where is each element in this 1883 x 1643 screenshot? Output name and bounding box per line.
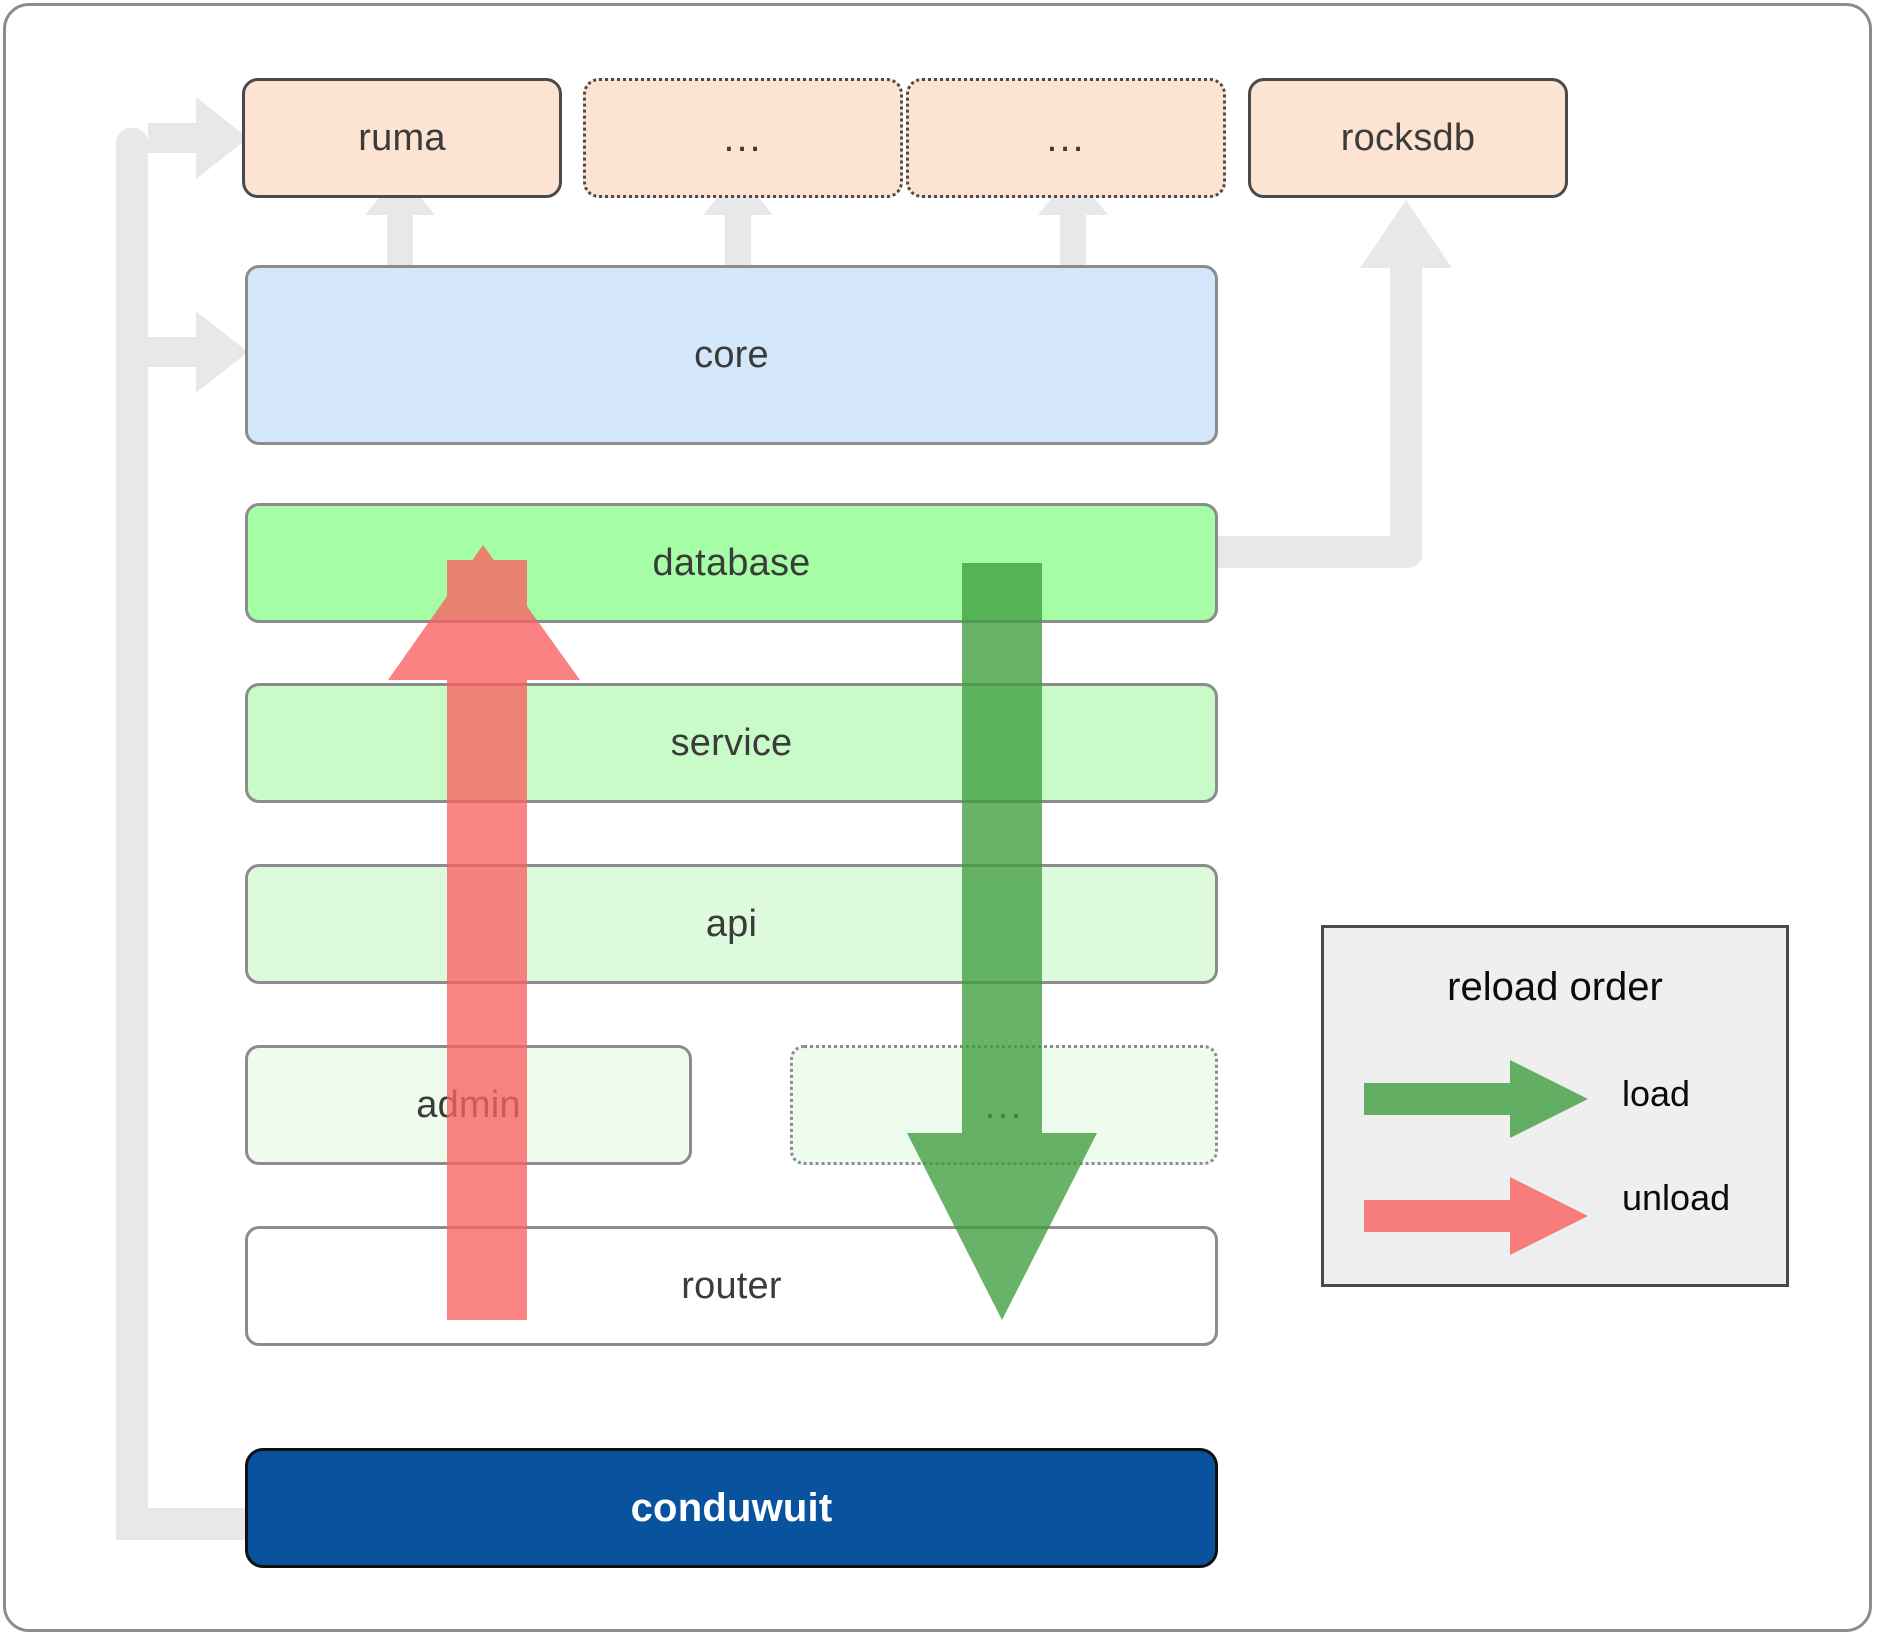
node-core-label: core [694, 333, 769, 376]
node-api-ellipsis[interactable]: ... [790, 1045, 1218, 1165]
node-api-label: api [705, 902, 758, 945]
node-conduwuit-label: conduwuit [630, 1485, 833, 1530]
diagram-frame [3, 3, 1872, 1632]
legend-load-label: load [1622, 1073, 1691, 1114]
node-service-label: service [670, 721, 793, 764]
node-database-label: database [652, 541, 811, 584]
node-api-ellipsis-label: ... [984, 1082, 1024, 1127]
node-rocksdb[interactable]: rocksdb [1248, 78, 1568, 198]
node-router-label: router [681, 1264, 782, 1307]
legend-unload-label: unload [1622, 1177, 1731, 1218]
node-dependency-ellipsis-2[interactable]: ... [906, 78, 1226, 198]
node-ruma[interactable]: ruma [242, 78, 562, 198]
node-admin[interactable]: admin [245, 1045, 692, 1165]
node-dependency-ellipsis-1-label: ... [723, 115, 763, 160]
node-router[interactable]: router [245, 1226, 1218, 1346]
node-admin-label: admin [416, 1083, 521, 1126]
node-core[interactable]: core [245, 265, 1218, 445]
node-conduwuit[interactable]: conduwuit [245, 1448, 1218, 1568]
node-service[interactable]: service [245, 683, 1218, 803]
node-dependency-ellipsis-1[interactable]: ... [583, 78, 903, 198]
node-dependency-ellipsis-2-label: ... [1046, 115, 1086, 160]
legend-title: reload order [1447, 965, 1663, 1009]
node-database[interactable]: database [245, 503, 1218, 623]
node-api[interactable]: api [245, 864, 1218, 984]
node-ruma-label: ruma [358, 116, 446, 159]
node-rocksdb-label: rocksdb [1340, 116, 1476, 159]
